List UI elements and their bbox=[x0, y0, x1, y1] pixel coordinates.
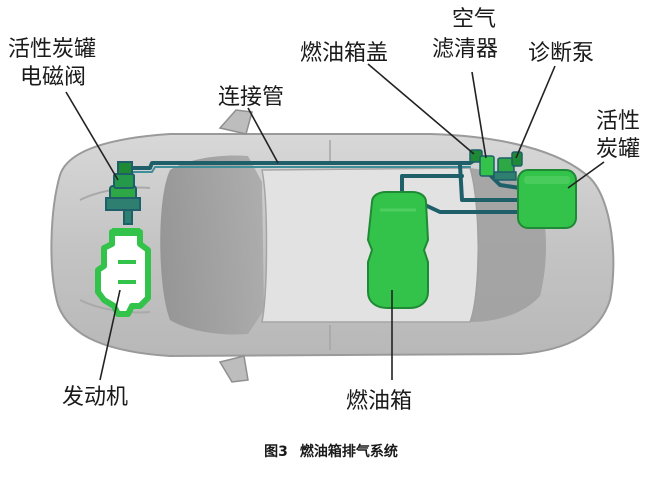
label-canister-solenoid-line2: 电磁阀 bbox=[20, 65, 87, 90]
air-filter bbox=[479, 155, 495, 177]
leader-connecting-pipe bbox=[247, 107, 279, 164]
mirror-top bbox=[218, 109, 253, 135]
label-connecting-pipe: 连接管 bbox=[218, 85, 285, 110]
label-canister-line2: 炭罐 bbox=[596, 137, 641, 162]
label-air-filter-line2: 滤清器 bbox=[432, 37, 499, 62]
figure-caption: 图3 燃油箱排气系统 bbox=[0, 441, 662, 461]
leader-diagnostic-pump bbox=[515, 65, 556, 159]
canister-solenoid-valve bbox=[105, 161, 141, 225]
caption-title: 燃油箱排气系统 bbox=[299, 444, 398, 460]
activated-carbon-canister bbox=[517, 169, 577, 229]
leader-solenoid bbox=[65, 91, 119, 181]
leader-air-filter bbox=[471, 71, 487, 159]
label-canister-solenoid-line1: 活性炭罐 bbox=[8, 37, 97, 62]
caption-number: 图3 bbox=[264, 444, 288, 460]
fuel-tank bbox=[366, 191, 430, 309]
pipe-tank-canister bbox=[423, 203, 522, 214]
mirror-bottom bbox=[218, 355, 249, 383]
diagnostic-pump bbox=[493, 151, 523, 181]
label-fuel-cap: 燃油箱盖 bbox=[300, 41, 389, 66]
leader-fuel-cap bbox=[367, 63, 475, 155]
label-diagnostic-pump: 诊断泵 bbox=[528, 41, 595, 66]
leader-engine bbox=[99, 289, 121, 381]
engine bbox=[95, 228, 151, 317]
leader-canister bbox=[567, 161, 605, 189]
label-canister-line1: 活性 bbox=[596, 109, 641, 134]
label-engine: 发动机 bbox=[62, 385, 129, 410]
label-fuel-tank: 燃油箱 bbox=[346, 389, 413, 414]
windshield bbox=[160, 155, 264, 335]
leader-lines bbox=[65, 63, 605, 381]
label-air-filter-line1: 空气 bbox=[451, 7, 496, 32]
connecting-pipe-highlight bbox=[129, 166, 471, 173]
